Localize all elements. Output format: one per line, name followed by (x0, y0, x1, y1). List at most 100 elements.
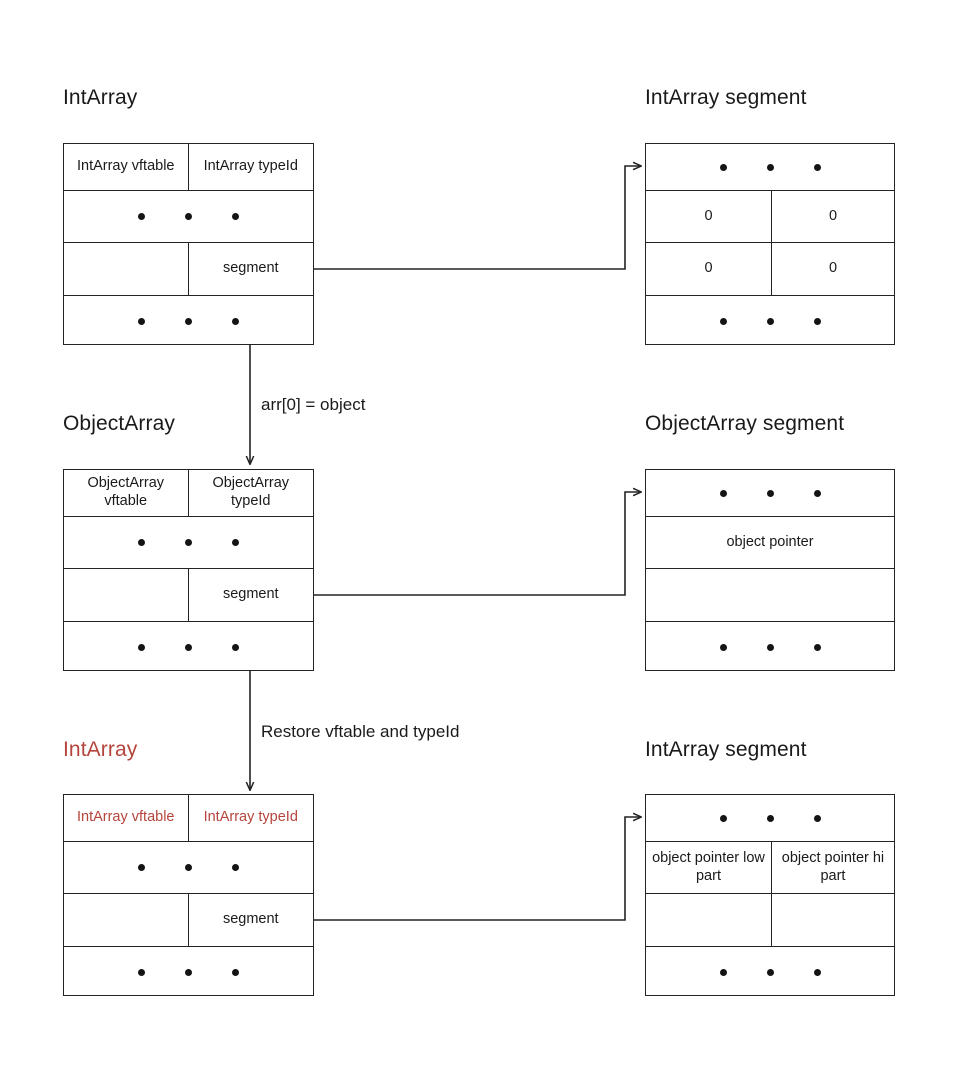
ellipsis-dots (68, 317, 309, 325)
ellipsis-cell (646, 296, 894, 346)
ellipsis-cell (646, 622, 894, 672)
cell-value-zero: 0 (828, 207, 838, 224)
ellipsis-cell (64, 947, 313, 997)
ellipsis-cell (64, 622, 313, 672)
dot-icon (766, 814, 774, 822)
ellipsis-dots (650, 643, 890, 651)
cell-empty (64, 569, 189, 621)
dot-icon (232, 864, 239, 871)
dot-icon (232, 968, 239, 976)
ellipsis-cell (646, 795, 894, 841)
dot-icon (813, 643, 821, 651)
cell-intarray-typeid: IntArray typeId (203, 809, 298, 826)
dot-icon (719, 968, 727, 976)
dot-icon (766, 968, 774, 976)
struct-row-ellipsis (64, 517, 313, 569)
dot-icon (813, 968, 821, 976)
struct-row-ellipsis (64, 947, 313, 997)
struct-row-ellipsis (64, 622, 313, 672)
struct-intarray-bottom: IntArray vftable IntArray typeId segment (63, 794, 314, 996)
ellipsis-dots (68, 968, 309, 976)
dot-icon (138, 317, 145, 325)
struct-intarray-top: IntArray vftable IntArray typeId segment (63, 143, 314, 345)
dot-icon (766, 489, 774, 497)
dot-icon (138, 643, 145, 651)
struct-row: IntArray vftable IntArray typeId (64, 144, 313, 191)
ellipsis-dots (68, 539, 309, 546)
cell-segment: segment (222, 260, 279, 277)
title-intarray-bottom: IntArray (63, 738, 138, 761)
ellipsis-cell (64, 296, 313, 346)
struct-row-ellipsis (646, 622, 894, 672)
struct-row: object pointer low part object pointer h… (646, 842, 894, 894)
ellipsis-dots (68, 864, 309, 871)
cell-intarray-vftable: IntArray vftable (64, 144, 189, 190)
dot-icon (719, 317, 727, 325)
cell-objectarray-typeid: ObjectArray typeId (212, 475, 290, 509)
struct-row-ellipsis (64, 296, 313, 346)
ellipsis-dots (650, 968, 890, 976)
dot-icon (185, 213, 192, 220)
struct-row (646, 894, 894, 947)
dot-icon (813, 317, 821, 325)
struct-row (646, 569, 894, 622)
struct-row-ellipsis (646, 947, 894, 997)
dot-icon (719, 814, 727, 822)
ellipsis-cell (64, 191, 313, 242)
dot-icon (138, 968, 145, 976)
dot-icon (719, 489, 727, 497)
dot-icon (719, 163, 727, 171)
dot-icon (813, 814, 821, 822)
ellipsis-dots (650, 489, 890, 497)
struct-row: object pointer (646, 517, 894, 569)
cell-segment: segment (222, 586, 279, 603)
dot-icon (813, 489, 821, 497)
struct-row-ellipsis (646, 296, 894, 346)
wire-intarray-to-segment (314, 166, 641, 270)
wire-objectarray-to-segment (314, 492, 641, 596)
ellipsis-cell (64, 842, 313, 893)
ellipsis-cell (64, 517, 313, 568)
ellipsis-cell (646, 470, 894, 516)
title-intarray-segment-bottom: IntArray segment (645, 738, 807, 761)
ellipsis-dots (68, 213, 309, 220)
struct-objectarray: ObjectArray vftable ObjectArray typeId s… (63, 469, 314, 671)
cell-empty (64, 243, 189, 295)
ellipsis-dots (68, 643, 309, 651)
struct-intarray-segment-top: 0 0 0 0 (645, 143, 895, 345)
cell-object-pointer: object pointer (726, 533, 814, 550)
dot-icon (185, 317, 192, 325)
struct-row-ellipsis (64, 191, 313, 243)
cell-empty (772, 894, 894, 946)
struct-row: segment (64, 243, 313, 296)
dot-icon (766, 163, 774, 171)
struct-objectarray-segment: object pointer (645, 469, 895, 671)
label-step1: arr[0] = object (261, 395, 366, 414)
dot-icon (232, 643, 239, 651)
cell-value-zero: 0 (646, 243, 772, 295)
title-objectarray-segment: ObjectArray segment (645, 412, 845, 435)
cell-segment: segment (222, 911, 279, 928)
cell-empty (646, 894, 772, 946)
struct-row-ellipsis (646, 795, 894, 842)
title-objectarray: ObjectArray (63, 412, 175, 435)
label-step2: Restore vftable and typeId (261, 722, 460, 741)
cell-object-pointer-low: object pointer low part (646, 842, 772, 893)
dot-icon (185, 968, 192, 976)
dot-icon (232, 317, 239, 325)
dot-icon (138, 213, 145, 220)
struct-row: 0 0 (646, 243, 894, 296)
cell-intarray-vftable: IntArray vftable (64, 795, 189, 841)
struct-row: segment (64, 894, 313, 947)
struct-row: ObjectArray vftable ObjectArray typeId (64, 470, 313, 517)
dot-icon (138, 539, 145, 546)
struct-row: segment (64, 569, 313, 622)
cell-objectarray-vftable: ObjectArray vftable (64, 470, 189, 516)
struct-row: 0 0 (646, 191, 894, 243)
struct-row: IntArray vftable IntArray typeId (64, 795, 313, 842)
title-intarray-segment-top: IntArray segment (645, 86, 807, 109)
struct-row-ellipsis (646, 144, 894, 191)
title-intarray-top: IntArray (63, 86, 138, 109)
struct-row-ellipsis (646, 470, 894, 517)
